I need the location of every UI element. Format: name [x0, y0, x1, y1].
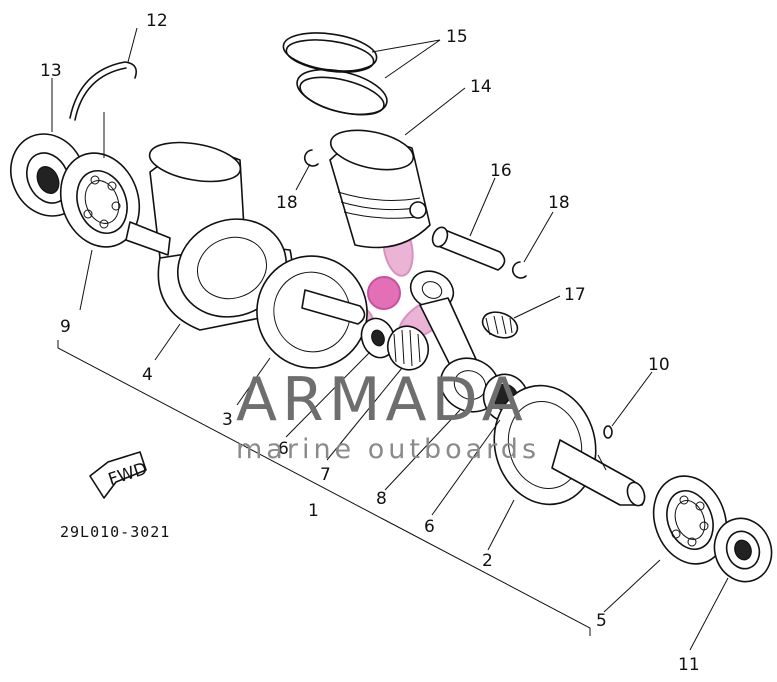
callout-3: 3 [222, 410, 233, 430]
callout-9: 9 [60, 317, 71, 337]
piston-pin [431, 226, 506, 271]
crank-half-left [125, 141, 293, 331]
callout-13: 13 [40, 61, 62, 81]
callout-7: 7 [320, 465, 331, 485]
forward-direction-arrow: FWD [89, 451, 150, 499]
circlip-lower [511, 261, 527, 279]
callouts: 12 13 15 14 16 18 18 17 9 4 10 3 6 7 8 1… [40, 11, 700, 675]
callout-11: 11 [678, 655, 700, 675]
leader-lines [51, 27, 729, 651]
callout-5: 5 [596, 611, 607, 631]
callout-18-lower: 18 [548, 193, 570, 213]
callout-8: 8 [376, 489, 387, 509]
oil-seal-right [713, 517, 773, 583]
bearing-right [652, 475, 728, 565]
woodruff-key [603, 425, 613, 439]
bearing-left [59, 152, 141, 248]
circlip-upper [303, 149, 319, 167]
callout-6-right: 6 [424, 517, 435, 537]
watermark-tagline: marine outboards [236, 434, 540, 465]
assembly-bracket-line [57, 340, 591, 636]
callout-14: 14 [470, 77, 492, 97]
small-end-bearing [481, 311, 519, 339]
callout-16: 16 [490, 161, 512, 181]
crank-web-right [256, 255, 368, 369]
piston [329, 129, 431, 249]
callout-2: 2 [482, 551, 493, 571]
callout-1: 1 [308, 501, 319, 521]
crank-half-right [493, 384, 646, 507]
piston-rings [282, 32, 388, 116]
callout-17: 17 [564, 285, 586, 305]
callout-15: 15 [446, 27, 468, 47]
big-end-bearing [386, 325, 430, 371]
crank-seal-ring [69, 61, 138, 119]
drawing-code: 29L010-3021 [60, 523, 170, 541]
callout-4: 4 [142, 365, 153, 385]
callout-12: 12 [146, 11, 168, 31]
watermark-brand: ARMADA [236, 365, 528, 435]
callout-18-upper: 18 [276, 193, 298, 213]
callout-10: 10 [648, 355, 670, 375]
callout-6-left: 6 [278, 439, 289, 459]
